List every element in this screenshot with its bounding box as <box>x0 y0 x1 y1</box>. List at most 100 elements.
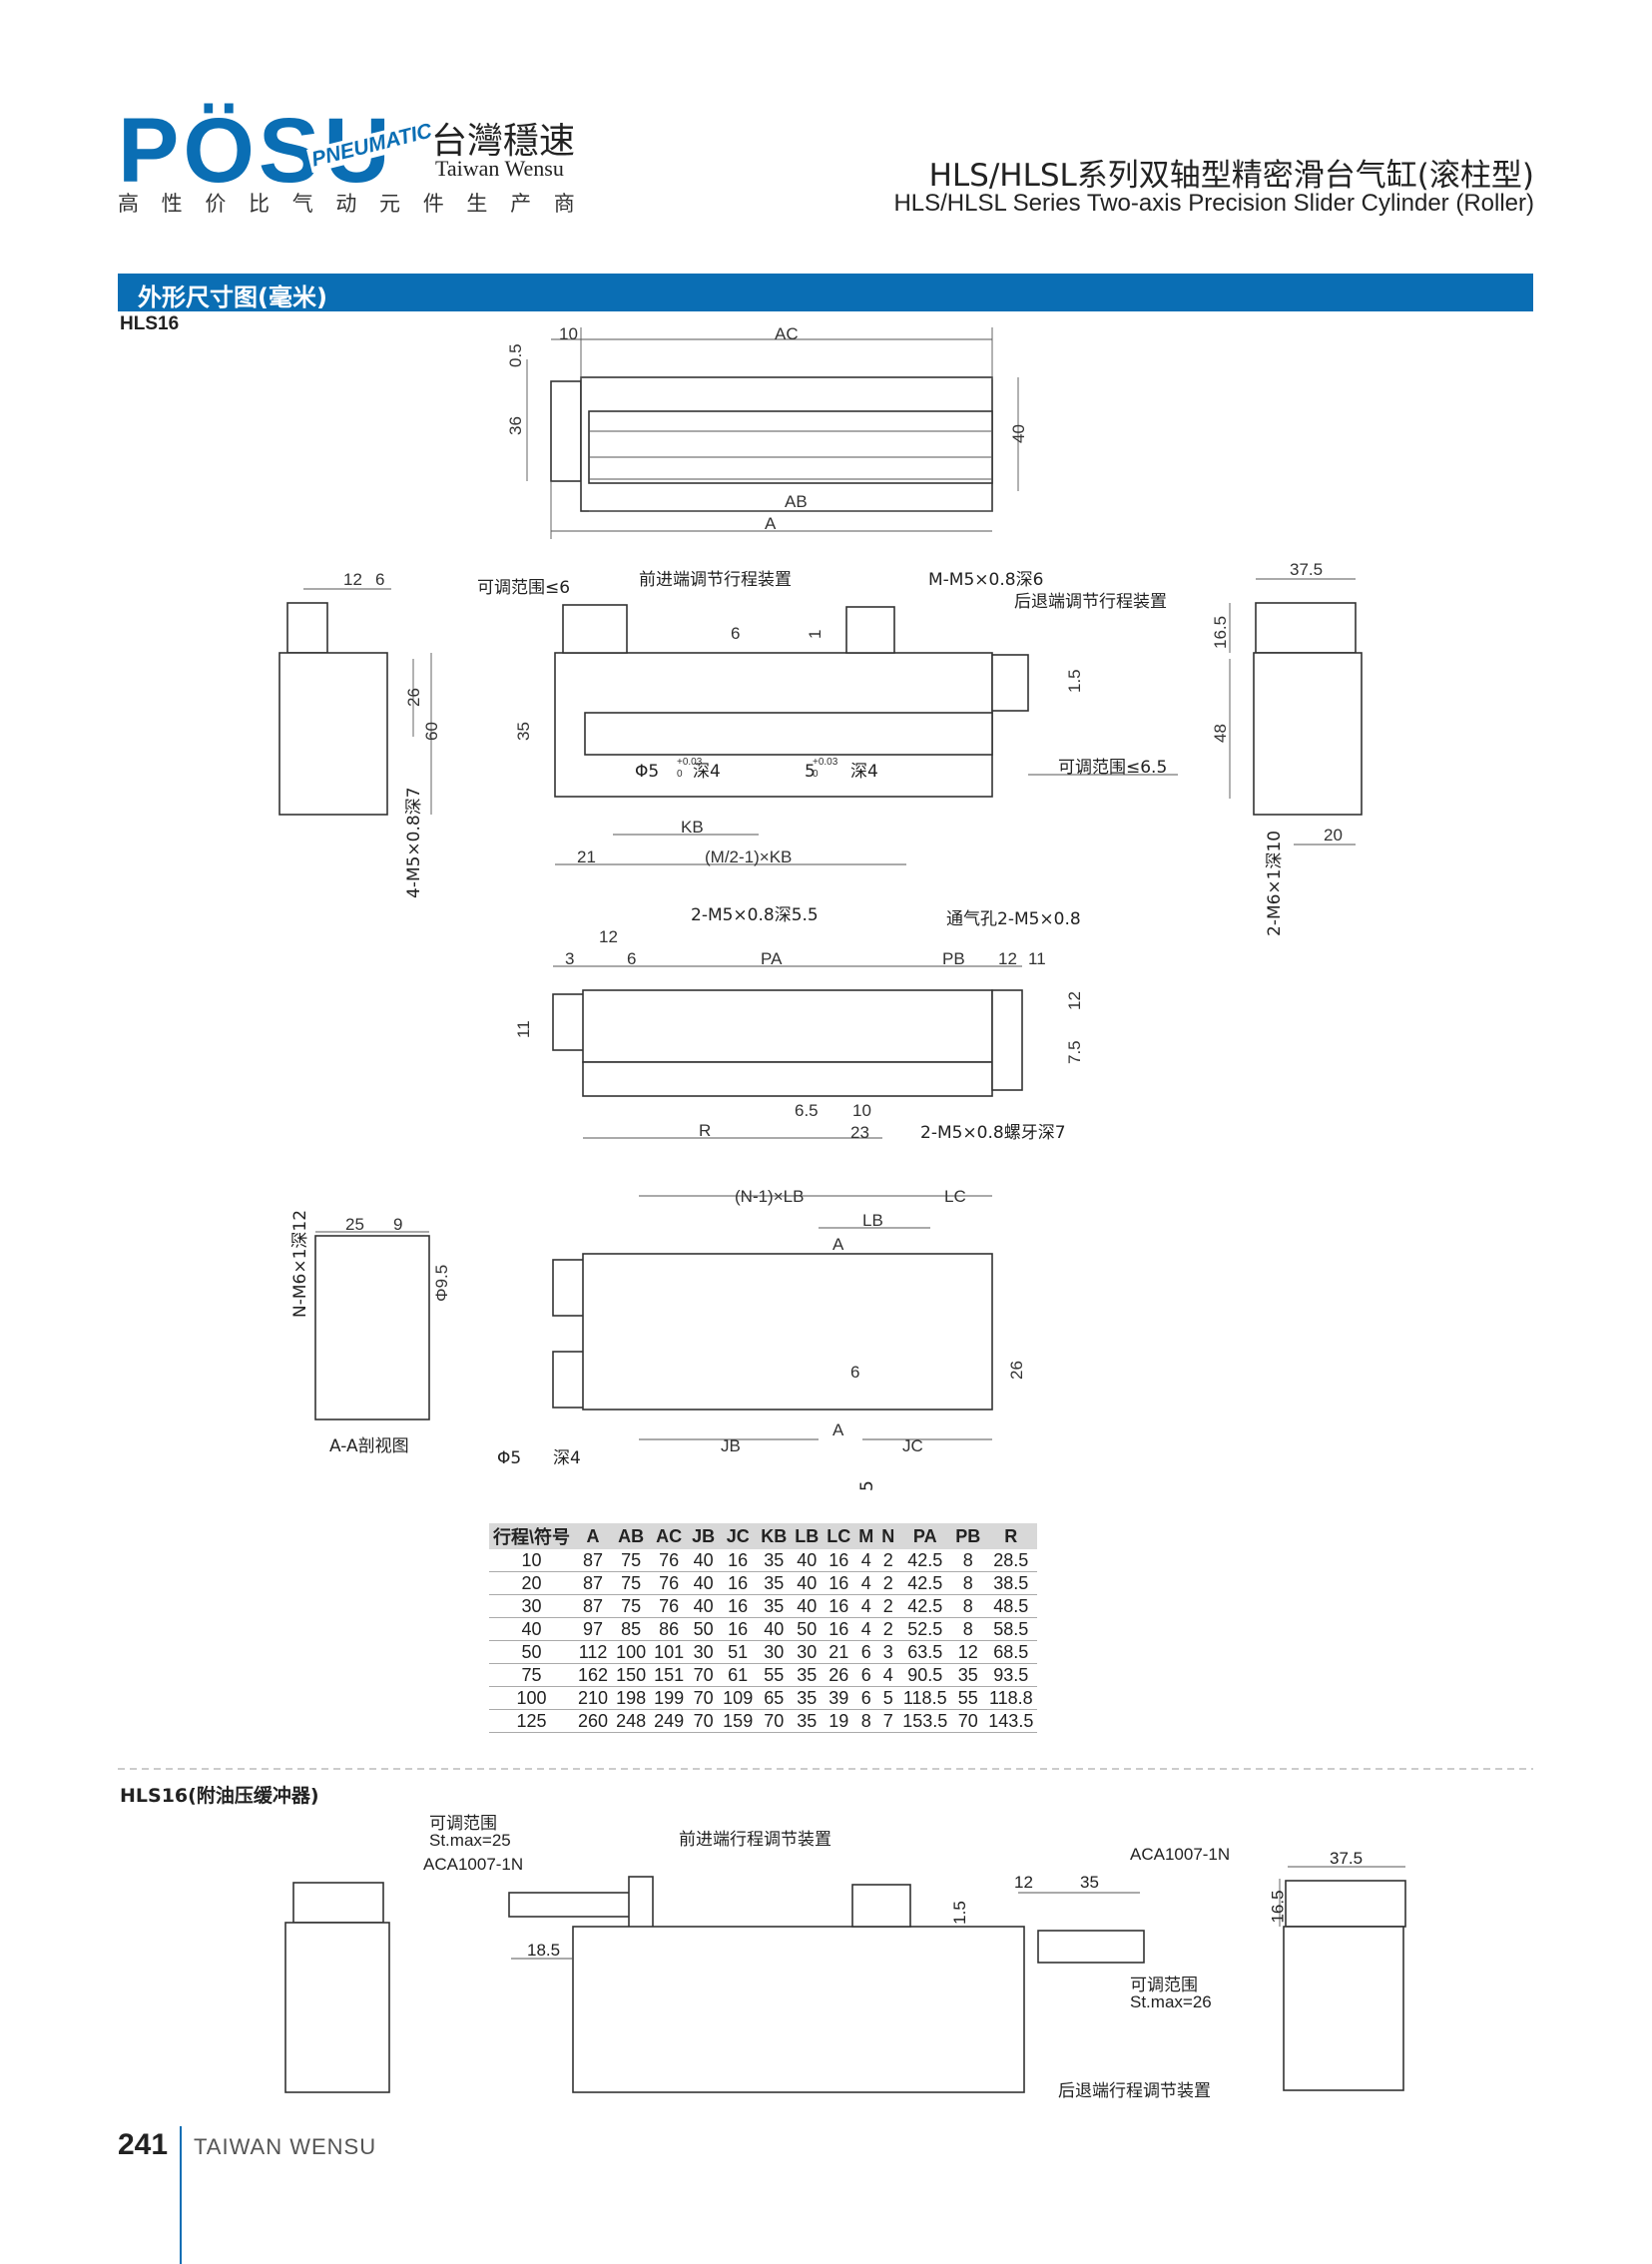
section-bar: 外形尺寸图(毫米) <box>118 274 1533 311</box>
label-adj-6-5: 可调范围≤6.5 <box>1058 758 1167 778</box>
brand-cn: 台灣穩速 <box>431 121 576 162</box>
table-header-cell: LC <box>823 1523 855 1549</box>
table-cell: 4 <box>854 1617 878 1641</box>
table-cell: 70 <box>757 1709 792 1733</box>
table-cell: 75 <box>489 1663 575 1687</box>
table-header-cell: R <box>984 1523 1038 1549</box>
dim-jc: JC <box>902 1436 923 1455</box>
bottom-adj-range: 可调范围 <box>429 1814 497 1834</box>
table-cell: 58.5 <box>984 1617 1038 1641</box>
table-cell: 10 <box>489 1549 575 1572</box>
table-cell: 20 <box>489 1571 575 1595</box>
bottom-model-label: HLS16(附油压缓冲器) <box>120 1785 319 1807</box>
table-cell: 101 <box>650 1640 689 1664</box>
dim-mkb: (M/2-1)×KB <box>705 848 792 866</box>
table-cell: 249 <box>650 1709 689 1733</box>
dim-60: 60 <box>422 722 441 741</box>
table-cell: 260 <box>574 1709 613 1733</box>
bottom-dim-1-5: 1.5 <box>949 1901 969 1925</box>
label-section-aa: A-A剖视图 <box>329 1436 409 1456</box>
table-cell: 87 <box>574 1549 613 1572</box>
label-tol0-2: 0 <box>813 769 819 780</box>
dim-25: 25 <box>345 1215 364 1234</box>
dim-lc: LC <box>944 1187 966 1206</box>
table-cell: 2 <box>877 1571 899 1595</box>
dim-3: 3 <box>565 949 574 968</box>
label-vent: 通气孔2-M5×0.8 <box>946 909 1081 929</box>
page-title-en: HLS/HLSL Series Two-axis Precision Slide… <box>893 190 1534 217</box>
table-cell: 42.5 <box>898 1571 952 1595</box>
table-cell: 40 <box>688 1549 720 1572</box>
table-cell: 61 <box>719 1663 758 1687</box>
table-cell: 50 <box>688 1617 720 1641</box>
dim-36: 36 <box>506 416 525 435</box>
table-cell: 40 <box>688 1571 720 1595</box>
table-cell: 55 <box>757 1663 792 1687</box>
table-cell: 52.5 <box>898 1617 952 1641</box>
top-side-view: 10 AC 0.5 36 40 AB A <box>506 324 1028 539</box>
table-cell: 6 <box>854 1686 878 1710</box>
table-cell: 4 <box>877 1663 899 1687</box>
dim-6-b: 6 <box>375 570 384 589</box>
table-cell: 70 <box>688 1709 720 1733</box>
label-m-thread: M-M5×0.8深6 <box>928 570 1043 590</box>
dim-ac: AC <box>775 324 799 343</box>
bottom-dim-35: 35 <box>1080 1873 1099 1892</box>
logo: PÖSU PNEUMATIC <box>118 105 438 197</box>
table-cell: 151 <box>650 1663 689 1687</box>
dim-phi-9-5: Φ9.5 <box>432 1265 451 1302</box>
dim-jb: JB <box>721 1436 741 1455</box>
table-cell: 8 <box>951 1571 985 1595</box>
label-bottom-5: 5 <box>857 1480 877 1491</box>
table-cell: 2 <box>877 1617 899 1641</box>
front-view: 21 KB (M/2-1)×KB 35 6 1 1.5 可调范围≤6 前进端调节… <box>477 570 1178 866</box>
table-cell: 35 <box>791 1663 824 1687</box>
table-cell: 75 <box>612 1549 651 1572</box>
table-cell: 48.5 <box>984 1594 1038 1618</box>
table-cell: 5 <box>877 1686 899 1710</box>
table-header-cell: N <box>877 1523 899 1549</box>
table-cell: 112 <box>574 1640 613 1664</box>
table-cell: 153.5 <box>898 1709 952 1733</box>
table-cell: 16 <box>823 1594 855 1618</box>
dim-a-mark-1: A <box>832 1235 844 1254</box>
brand-en: Taiwan Wensu <box>435 156 564 181</box>
dim-35: 35 <box>514 722 533 741</box>
table-cell: 118.5 <box>898 1686 952 1710</box>
middle-view: 3 12 6 PA PB 12 11 11 12 7.5 6.5 10 R 23… <box>514 905 1084 1143</box>
left-end-view: 12 6 26 60 4-M5×0.8深7 <box>278 570 441 898</box>
page-number: 241 <box>118 2128 169 2161</box>
dim-ab: AB <box>785 492 808 511</box>
table-cell: 30 <box>791 1640 824 1664</box>
table-cell: 30 <box>688 1640 720 1664</box>
slogan: 高 性 价 比 气 动 元 件 生 产 商 <box>118 192 583 216</box>
dim-48: 48 <box>1211 724 1230 743</box>
table-cell: 4 <box>854 1594 878 1618</box>
table-cell: 40 <box>791 1594 824 1618</box>
label-bottom-depth: 深4 <box>553 1448 581 1468</box>
table-cell: 109 <box>719 1686 758 1710</box>
table-cell: 16 <box>719 1594 758 1618</box>
table-header-cell: AB <box>612 1523 651 1549</box>
table-cell: 86 <box>650 1617 689 1641</box>
label-n-m6: N-M6×1深12 <box>290 1210 310 1318</box>
dim-16-5: 16.5 <box>1211 616 1230 649</box>
table-cell: 16 <box>823 1549 855 1572</box>
table-cell: 143.5 <box>984 1709 1038 1733</box>
label-hole-depth: 深4 <box>850 762 878 782</box>
table-cell: 2 <box>877 1549 899 1572</box>
page-title-cn: HLS/HLSL系列双轴型精密滑台气缸(滚柱型) <box>928 158 1534 194</box>
table-cell: 162 <box>574 1663 613 1687</box>
table-cell: 65 <box>757 1686 792 1710</box>
dim-r: R <box>699 1121 711 1140</box>
table-header-cell: LB <box>791 1523 824 1549</box>
dim-pa: PA <box>761 949 783 968</box>
dim-a: A <box>765 514 777 533</box>
dim-40: 40 <box>1009 424 1028 443</box>
